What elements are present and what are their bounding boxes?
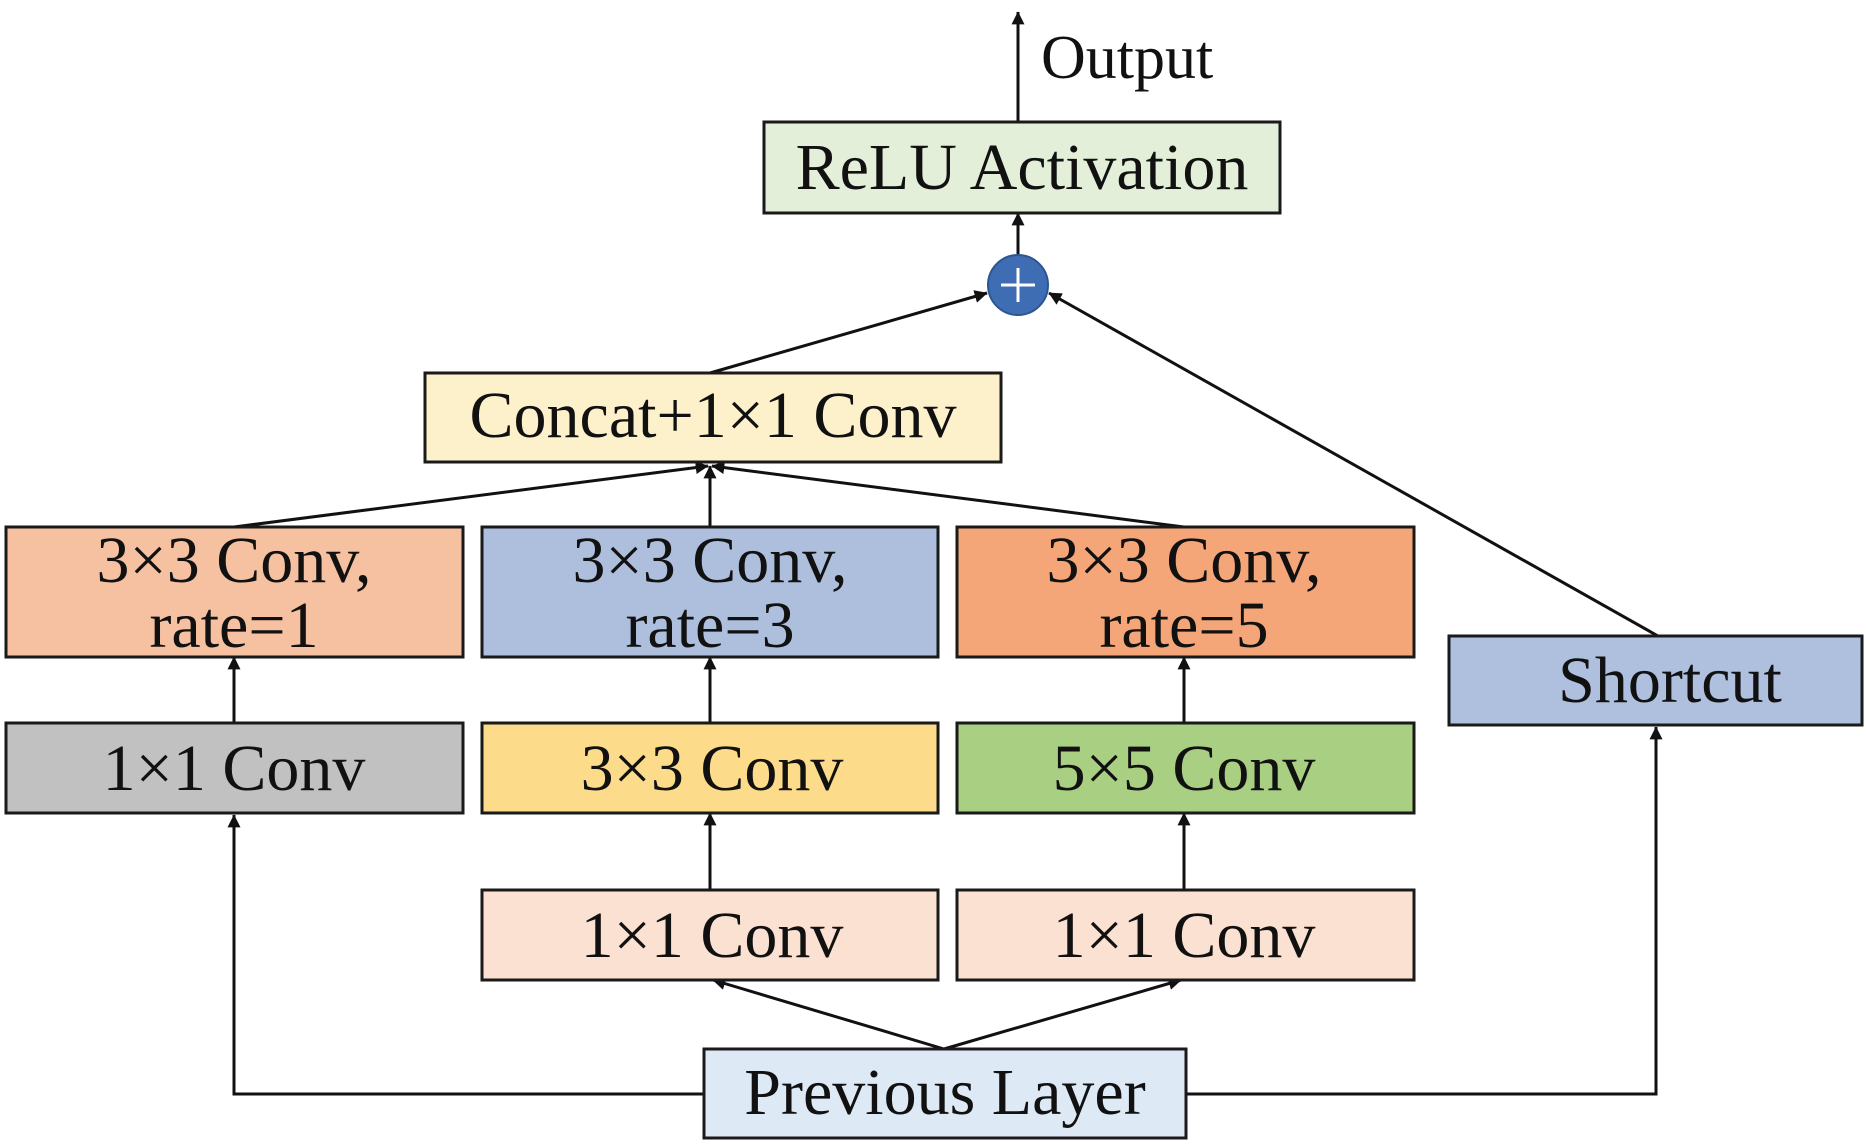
dilated-conv-1-box [4,525,465,659]
edge-prev-to-mid1 [227,814,704,1096]
shortcut-box [1447,634,1864,727]
dilated-conv-5-line2: rate=5 [1099,589,1268,662]
dilated-conv-5-box [955,525,1416,659]
bottom-conv-2-box [955,888,1416,982]
dilated-conv-1-line2: rate=1 [149,589,318,662]
concat-conv-node: Concat+1×1 Conv [423,371,1003,464]
dilated-conv-3-line1: 3×3 Conv, [573,524,848,597]
concat-conv-box [423,371,1003,464]
dilated-conv-5-line1: 3×3 Conv, [1047,524,1322,597]
mid-conv-5x5-label: 5×5 Conv [1053,732,1316,805]
dilated-conv-3-line2: rate=3 [625,589,794,662]
relu-activation-node: ReLU Activation [762,120,1282,215]
edge-prev-to-bottom1 [712,977,945,1051]
mid-conv-3x3-label: 3×3 Conv [581,732,844,805]
mid-conv-3x3-box [480,721,940,815]
concat-conv-label: Concat+1×1 Conv [470,379,957,452]
bottom-conv-2-node: 1×1 Conv [955,888,1416,982]
mid-conv-5x5-node: 5×5 Conv [955,721,1416,815]
edge-concat-to-add [709,290,988,375]
dilated-conv-1-line1: 3×3 Conv, [97,524,372,597]
relu-activation-box [762,120,1282,215]
relu-activation-label: ReLU Activation [796,131,1249,204]
previous-layer-box [702,1047,1188,1140]
edge-dilated5-to-concat [711,461,1185,529]
bottom-conv-1-label: 1×1 Conv [581,899,844,972]
bottom-conv-2-label: 1×1 Conv [1053,899,1316,972]
edge-prev-to-bottom2 [943,977,1182,1051]
mid-conv-5x5-box [955,721,1416,815]
edge-shortcut-to-add [1048,291,1659,638]
dilated-conv-1-node: 3×3 Conv, rate=1 [4,524,465,662]
mid-conv-1x1-box [4,721,465,815]
dilated-conv-3-node: 3×3 Conv, rate=3 [480,524,940,662]
dilated-conv-5-node: 3×3 Conv, rate=5 [955,524,1416,662]
bottom-conv-1-node: 1×1 Conv [480,888,940,982]
add-node [987,254,1049,316]
bottom-conv-1-box [480,888,940,982]
shortcut-node: Shortcut [1447,634,1864,727]
previous-layer-label: Previous Layer [744,1056,1145,1129]
edge-prev-to-shortcut [1186,726,1663,1096]
edge-dilated1-to-concat [233,461,709,529]
edges [227,11,1663,1096]
mid-conv-1x1-node: 1×1 Conv [4,721,465,815]
mid-conv-1x1-label: 1×1 Conv [103,732,366,805]
previous-layer-node: Previous Layer [702,1047,1188,1140]
output-label: Output [1041,24,1213,92]
dilated-conv-3-box [480,525,940,659]
mid-conv-3x3-node: 3×3 Conv [480,721,940,815]
shortcut-label: Shortcut [1558,644,1782,717]
